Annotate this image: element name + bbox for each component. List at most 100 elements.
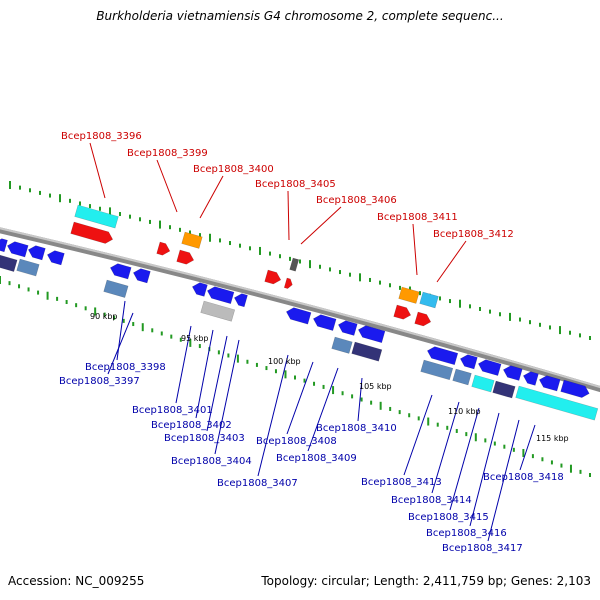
gene-label-3407[interactable]: Bcep1808_3407 — [217, 478, 298, 489]
gene-blue-3402 — [207, 286, 235, 305]
gene-blue-l4 — [47, 250, 65, 266]
gene-blue-3401 — [192, 282, 208, 297]
gene-label-3414[interactable]: Bcep1808_3414 — [391, 495, 472, 506]
gene-steel-3413b — [420, 359, 454, 381]
connector-3408 — [286, 361, 314, 435]
gene-orange-3411 — [398, 286, 420, 304]
gene-label-3415[interactable]: Bcep1808_3415 — [408, 512, 489, 523]
gene-label-3403[interactable]: Bcep1808_3403 — [164, 433, 245, 444]
gene-blue-3403-shape — [234, 293, 248, 308]
gene-label-3398[interactable]: Bcep1808_3398 — [85, 362, 166, 373]
gene-blue-l1-shape — [0, 238, 8, 253]
connector-3400 — [199, 175, 224, 219]
gene-skyblue-3412-shape — [419, 291, 439, 309]
gene-gray-3404 — [200, 300, 236, 322]
gene-slate-3410b-shape — [351, 341, 383, 362]
gene-orange-3400 — [181, 231, 203, 249]
gene-orange-3411-shape — [398, 286, 420, 304]
gene-label-3397[interactable]: Bcep1808_3397 — [59, 376, 140, 387]
gene-red-3400b-shape — [176, 249, 195, 265]
scale-label-115: 115 kbp — [536, 434, 569, 443]
gene-label-3400[interactable]: Bcep1808_3400 — [193, 164, 274, 175]
accession-text: Accession: NC_009255 — [8, 574, 145, 588]
connector-3403 — [206, 335, 228, 432]
gene-label-3404[interactable]: Bcep1808_3404 — [171, 456, 252, 467]
gene-blue-3418b — [560, 379, 590, 398]
gene-label-3410[interactable]: Bcep1808_3410 — [316, 423, 397, 434]
gene-steel-3414b-shape — [452, 368, 472, 386]
gene-label-3416[interactable]: Bcep1808_3416 — [426, 528, 507, 539]
gene-red-3396 — [70, 221, 114, 244]
connector-3411 — [412, 223, 418, 276]
gene-blue-3407-shape — [286, 307, 312, 325]
gene-label-3413[interactable]: Bcep1808_3413 — [361, 477, 442, 488]
gene-steel-3413b-shape — [420, 359, 454, 381]
gene-label-3411[interactable]: Bcep1808_3411 — [377, 212, 458, 223]
gene-blue-l1 — [0, 238, 8, 253]
gene-red-3406 — [283, 277, 293, 289]
top-labels: Bcep1808_3396 Bcep1808_3399 Bcep1808_340… — [61, 131, 514, 240]
gene-blue-3409 — [338, 320, 358, 336]
gene-orange-3400-shape — [181, 231, 203, 249]
gene-label-3408[interactable]: Bcep1808_3408 — [256, 436, 337, 447]
gene-label-3418[interactable]: Bcep1808_3418 — [483, 472, 564, 483]
gene-red-3400b — [176, 249, 195, 265]
gene-blue-3398a — [110, 263, 132, 280]
gene-blue-3407 — [286, 307, 312, 325]
gene-cyan-3396-shape — [74, 204, 119, 229]
gene-label-3409[interactable]: Bcep1808_3409 — [276, 453, 357, 464]
gene-slate-3416b — [492, 380, 516, 399]
gene-blue-3398b-shape — [133, 268, 151, 284]
scale-label-100: 100 kbp — [268, 357, 301, 366]
gene-blue-3402-shape — [207, 286, 235, 305]
gene-blue-3408-shape — [313, 314, 337, 331]
connector-3399 — [156, 159, 178, 213]
gene-blue-3401-shape — [192, 282, 208, 297]
connector-3417 — [487, 419, 520, 542]
gene-cyan-3415b — [471, 374, 495, 393]
connector-3397 — [107, 312, 134, 375]
scale-label-90: 90 kbp — [90, 312, 118, 321]
gene-red-3405 — [264, 269, 282, 285]
gene-red-3406-shape — [283, 277, 293, 289]
connector-3412 — [436, 240, 467, 283]
summary-text: Topology: circular; Length: 2,411,759 bp… — [261, 574, 591, 588]
gene-label-3399[interactable]: Bcep1808_3399 — [127, 148, 208, 159]
gene-red-3411b-shape — [393, 304, 412, 320]
gene-blue-3415 — [478, 359, 502, 376]
map-title: Burkholderia vietnamiensis G4 chromosome… — [96, 9, 504, 23]
gene-red-3411b — [393, 304, 412, 320]
connector-3414 — [431, 401, 460, 494]
gene-label-3402[interactable]: Bcep1808_3402 — [151, 420, 232, 431]
gene-slate-3416b-shape — [492, 380, 516, 399]
gene-label-3401[interactable]: Bcep1808_3401 — [132, 405, 213, 416]
gene-slate-3410b — [351, 341, 383, 362]
gene-slate-l-shape — [0, 253, 18, 272]
gene-label-3405[interactable]: Bcep1808_3405 — [255, 179, 336, 190]
gene-blue-3414 — [460, 354, 478, 370]
gene-blue-3416 — [503, 365, 523, 381]
connector-3409 — [307, 367, 339, 452]
gene-steel-l — [16, 258, 40, 277]
gene-blue-3415-shape — [478, 359, 502, 376]
scale-label-95: 95 kbp — [181, 334, 209, 343]
gene-red-3399 — [156, 241, 171, 256]
tick-marks — [0, 181, 591, 477]
gene-steel-3409b-shape — [331, 336, 353, 354]
gene-gray-3406 — [289, 257, 300, 272]
gene-label-3412[interactable]: Bcep1808_3412 — [433, 229, 514, 240]
gene-blue-3409-shape — [338, 320, 358, 336]
gene-red-3412b — [414, 311, 432, 327]
connector-3406 — [300, 206, 342, 245]
gene-label-3396[interactable]: Bcep1808_3396 — [61, 131, 142, 142]
gene-blue-3414-shape — [460, 354, 478, 370]
bottom-labels: Bcep1808_3398 Bcep1808_3397 Bcep1808_340… — [59, 362, 564, 554]
gene-label-3417[interactable]: Bcep1808_3417 — [442, 543, 523, 554]
gene-blue-3410 — [358, 325, 386, 344]
gene-label-3406[interactable]: Bcep1808_3406 — [316, 195, 397, 206]
gene-blue-l3 — [28, 245, 46, 261]
gene-red-3412b-shape — [414, 311, 432, 327]
gene-gray-3404-shape — [200, 300, 236, 322]
